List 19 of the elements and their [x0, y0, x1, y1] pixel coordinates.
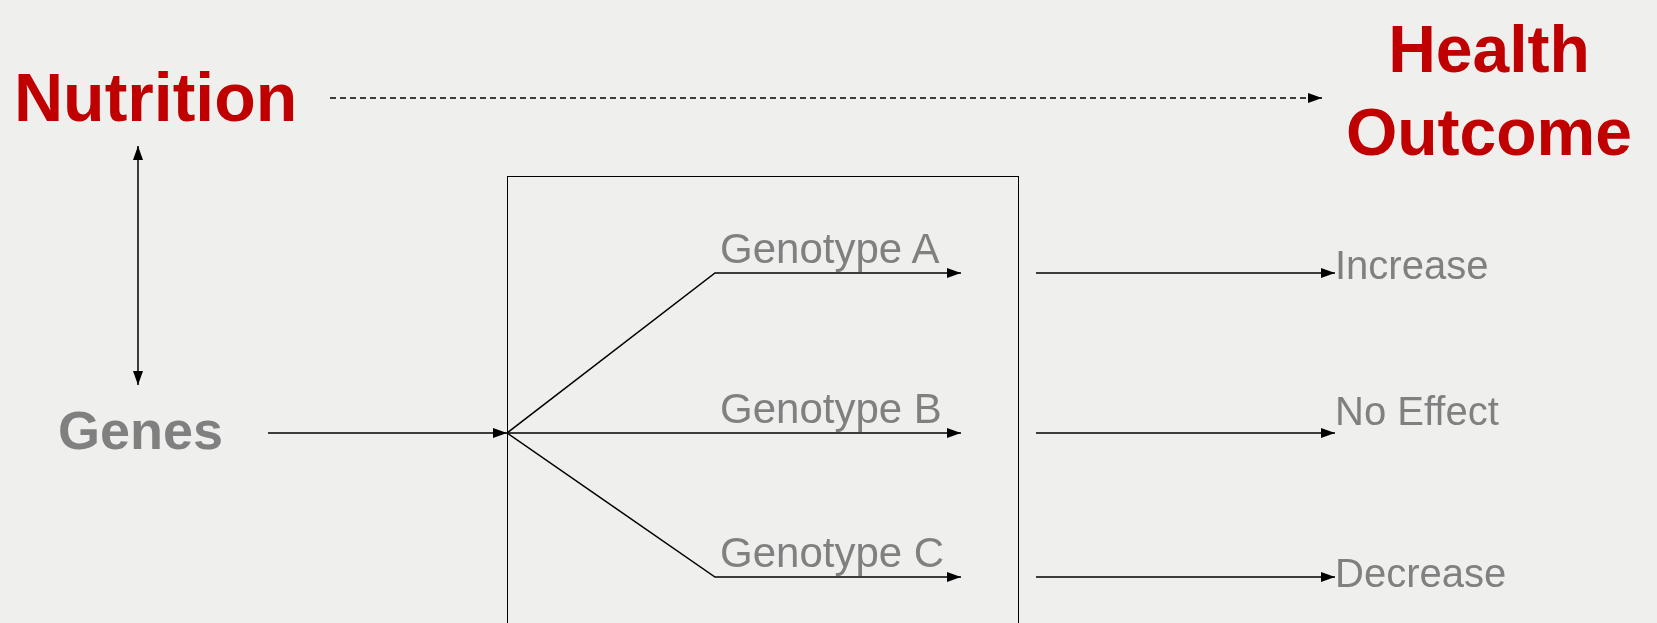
arrow: [1035, 572, 1336, 582]
factor-label: Genes: [58, 399, 225, 462]
arrow: [1035, 268, 1336, 278]
outcome-heading: Health Outcome: [1344, 11, 1633, 171]
arrow: [1035, 428, 1336, 438]
genotype-label: Genotype B: [720, 385, 943, 434]
arrow: [506, 432, 962, 582]
genotype-label: Genotype C: [720, 529, 946, 578]
arrow: [267, 428, 508, 438]
arrow: [506, 428, 962, 438]
factor-label: Nutrition: [14, 58, 299, 137]
arrow: [329, 93, 1323, 103]
effect-label: Decrease: [1335, 550, 1508, 597]
effect-label: No Effect: [1335, 388, 1500, 435]
arrow: [133, 145, 143, 386]
genotype-box: [507, 176, 1019, 623]
arrow: [506, 268, 962, 434]
genotype-label: Genotype A: [720, 225, 941, 274]
effect-label: Increase: [1335, 242, 1490, 289]
